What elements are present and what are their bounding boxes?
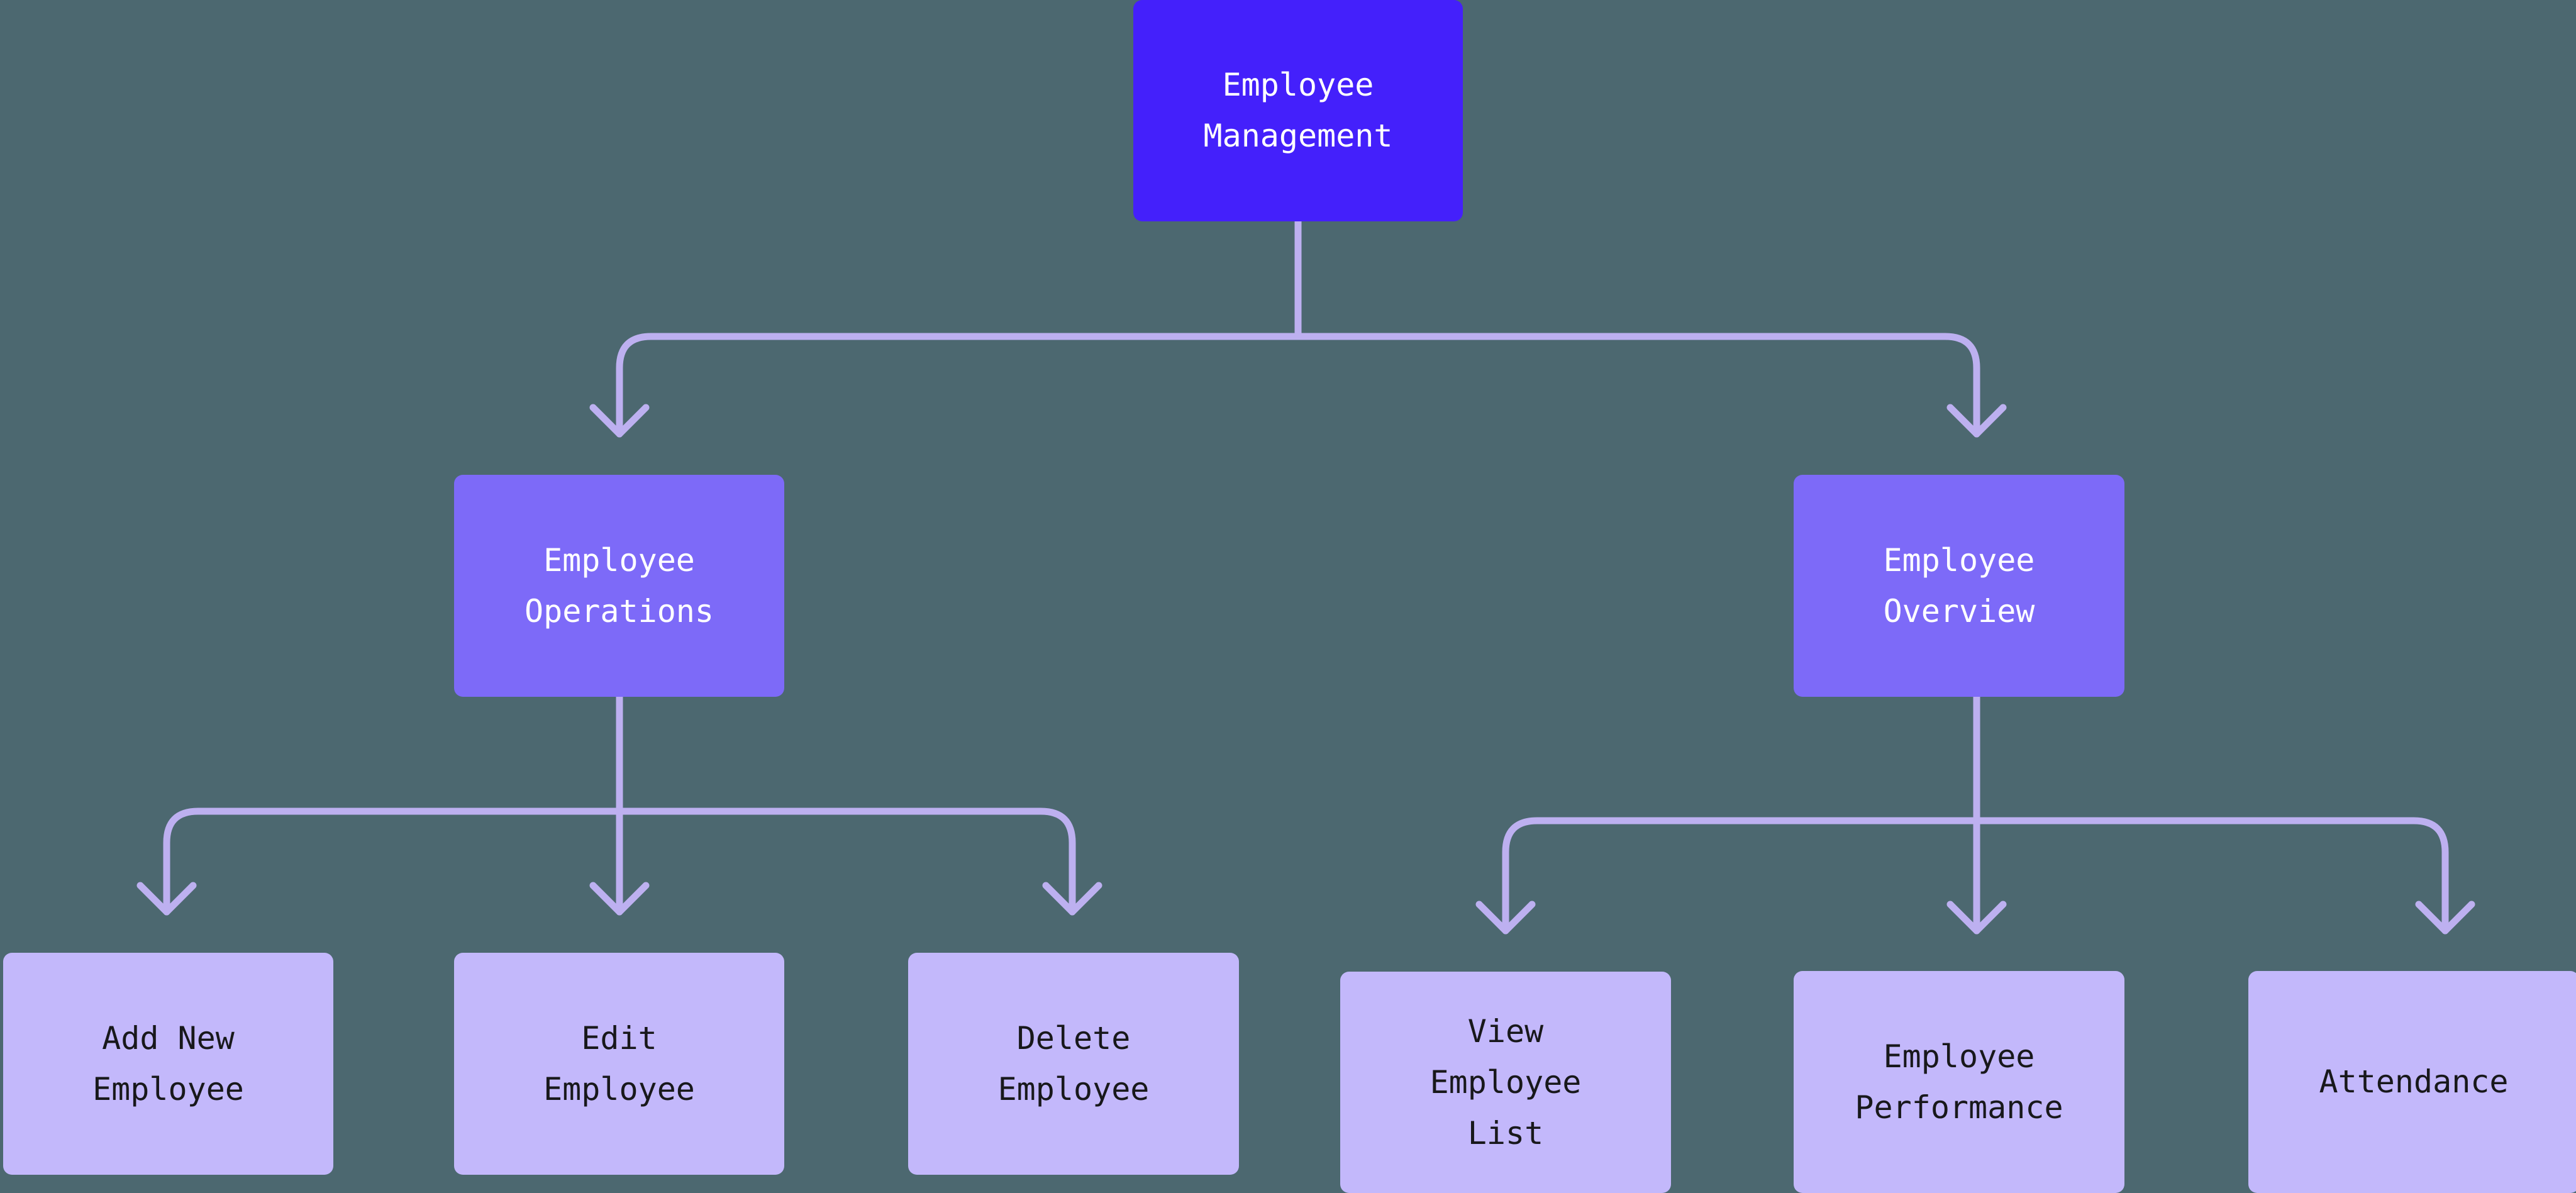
connector-line	[616, 807, 1076, 916]
arrowhead-icon	[2415, 901, 2475, 935]
node-label-line: Overview	[1883, 592, 2035, 630]
node-label-line: Employee	[543, 541, 695, 579]
node-label-line: Employee	[1883, 1038, 2035, 1075]
node-label-line: Employee	[997, 1070, 1150, 1107]
node-attendance[interactable]: Attendance	[2248, 971, 2576, 1193]
node-label-line: Operations	[524, 592, 714, 630]
arrowhead-icon	[136, 882, 197, 916]
node-label-line: View	[1467, 1013, 1544, 1050]
node-label-line: Management	[1203, 118, 1393, 154]
connector-line	[1973, 817, 2449, 935]
node-label-line: Edit	[581, 1019, 657, 1057]
arrowhead-icon	[1475, 901, 1536, 935]
node-label-line: Employee	[1430, 1063, 1582, 1101]
node-label-line: Employee	[543, 1070, 695, 1107]
connector-line	[1502, 693, 1980, 935]
node-label-line: List	[1467, 1114, 1544, 1151]
connector-line	[1294, 333, 1980, 438]
arrowhead-icon	[1946, 901, 2007, 935]
arrowhead-icon	[589, 882, 650, 916]
node-label-line: Performance	[1855, 1089, 2063, 1126]
arrowhead-icon	[589, 404, 650, 438]
node-label-line: Employee	[1883, 541, 2035, 579]
node-label-line: Delete	[1016, 1019, 1131, 1057]
node-label-line: Attendance	[2319, 1063, 2509, 1100]
connector-line	[616, 218, 1302, 438]
node-label-line: Employee	[92, 1070, 244, 1107]
arrowhead-icon	[1946, 404, 2007, 438]
connector-line	[163, 693, 623, 916]
node-label-line: Add New	[102, 1019, 235, 1057]
node-label-line: Employee	[1222, 67, 1374, 103]
arrowhead-icon	[1042, 882, 1102, 916]
